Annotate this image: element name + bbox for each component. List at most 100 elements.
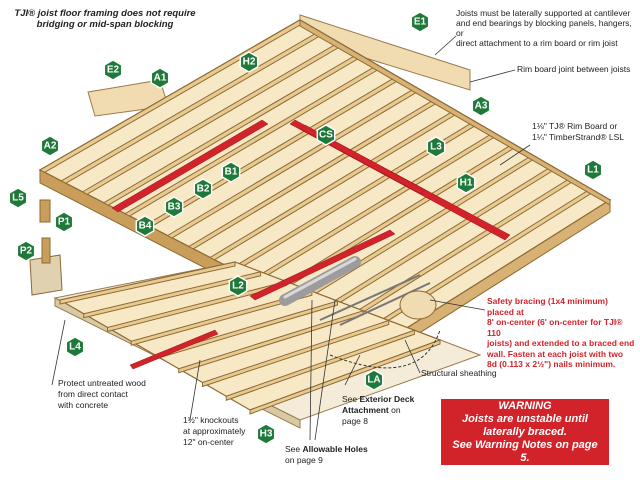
warning-line-3: See Warning Notes on page 5. <box>452 438 598 464</box>
badge-label: P2 <box>20 246 33 257</box>
warning-line-2: laterally braced. <box>483 425 567 438</box>
leader-line <box>51 319 66 386</box>
allowable-holes-link[interactable]: Allowable Holes <box>302 444 368 454</box>
callout-badge: L3 <box>426 136 446 158</box>
badge-label: L2 <box>232 281 244 292</box>
lateral-support-note: Joists must be laterally supported at ca… <box>456 8 632 48</box>
allowable-holes-note: See Allowable Holes on page 9 <box>285 444 385 466</box>
callout-badge: H2 <box>239 51 259 73</box>
callout-badge: H1 <box>456 172 476 194</box>
callout-badge: E1 <box>410 11 430 33</box>
badge-label: L4 <box>69 342 81 353</box>
lower-joist-group <box>59 261 441 415</box>
badge-hexagon <box>364 369 384 391</box>
callout-badge: P1 <box>54 211 74 233</box>
post-p1 <box>39 199 51 223</box>
lower-joist <box>130 290 313 346</box>
leader-line <box>434 35 457 56</box>
lower-joist <box>83 271 262 319</box>
deck-pre: See <box>342 394 360 404</box>
badge-hexagon <box>40 135 60 157</box>
callout-badge: LA <box>364 369 384 391</box>
callout-badge: L5 <box>8 187 28 209</box>
badge-hexagon <box>228 275 248 297</box>
safety-bracing-1 <box>111 119 269 213</box>
callout-badge: B3 <box>164 196 184 218</box>
pipe-highlight <box>283 257 357 299</box>
callout-badge: L1 <box>583 159 603 181</box>
badge-hexagon <box>239 51 259 73</box>
badge-label: L1 <box>587 165 599 176</box>
badge-label: E1 <box>414 17 427 28</box>
badge-hexagon <box>256 423 276 445</box>
lower-joist <box>202 319 390 388</box>
callout-badge: CS <box>316 124 336 146</box>
badge-hexagon <box>583 159 603 181</box>
pipe <box>279 256 361 306</box>
leader-line <box>404 339 421 374</box>
callout-badge: B1 <box>221 161 241 183</box>
badge-label: L5 <box>12 193 24 204</box>
protect-wood-note: Protect untreated wood from direct conta… <box>58 378 146 410</box>
callout-badge: P2 <box>16 240 36 262</box>
callout-badge: H3 <box>256 423 276 445</box>
warning-title: WARNING <box>498 399 552 412</box>
pipe-group <box>279 256 431 326</box>
allowable-holes-pre: See <box>285 444 303 454</box>
badge-hexagon <box>16 240 36 262</box>
badge-label: L3 <box>430 142 442 153</box>
allowable-holes-post: on page 9 <box>285 455 323 465</box>
badge-hexagon <box>410 11 430 33</box>
safety-bracing-3 <box>249 229 396 301</box>
badge-label: A1 <box>154 73 167 84</box>
deck-attachment-link[interactable]: Exterior Deck Attachment <box>342 394 415 415</box>
badge-label: E2 <box>107 65 120 76</box>
deck-post: on page 8 <box>342 405 401 426</box>
rim-board-note: 1⅛" TJ® Rim Board or 1¼" TimberStrand® L… <box>532 121 624 142</box>
leader-line <box>429 299 486 311</box>
small-pipe-2 <box>339 282 431 326</box>
badge-hexagon <box>103 59 123 81</box>
badge-label: P1 <box>58 217 71 228</box>
badge-label: B1 <box>225 167 238 178</box>
callout-badge: L2 <box>228 275 248 297</box>
badge-hexagon <box>426 136 446 158</box>
badge-label: B3 <box>168 202 181 213</box>
rim-closeup <box>399 290 437 320</box>
badge-hexagon <box>135 215 155 237</box>
badge-label: A2 <box>44 141 57 152</box>
safety-bracing-note: Safety bracing (1x4 minimum) placed at 8… <box>487 296 635 369</box>
badge-hexagon <box>164 196 184 218</box>
badge-label: B4 <box>139 221 152 232</box>
leader-lines <box>51 35 531 441</box>
badge-hexagon <box>471 95 491 117</box>
post-p2 <box>41 237 51 264</box>
callout-badge: L4 <box>65 336 85 358</box>
badge-hexagon <box>54 211 74 233</box>
knockouts-note: 1½" knockouts at approximately 12" on-ce… <box>183 415 246 447</box>
badge-label: B2 <box>197 184 210 195</box>
badge-label: LA <box>367 375 380 386</box>
callout-badge: A1 <box>150 67 170 89</box>
badge-label: H3 <box>260 429 273 440</box>
leader-line <box>314 299 336 441</box>
badge-label: H1 <box>460 178 473 189</box>
lower-joist <box>225 329 415 401</box>
leader-line <box>344 354 361 386</box>
badge-hexagon <box>193 178 213 200</box>
structural-sheathing-label: Structural sheathing <box>421 368 497 378</box>
deck-attachment-note: See Exterior Deck Attachment on page 8 <box>342 394 442 427</box>
badge-label: CS <box>319 130 333 141</box>
lower-joist <box>59 261 236 305</box>
warning-line-1: Joists are unstable until <box>462 412 588 425</box>
leader-line <box>189 359 201 421</box>
badge-label: H2 <box>243 57 256 68</box>
badge-hexagon <box>456 172 476 194</box>
badge-hexagon <box>8 187 28 209</box>
callout-badge: A3 <box>471 95 491 117</box>
badge-label: A3 <box>475 101 488 112</box>
callout-badge: E2 <box>103 59 123 81</box>
badge-hexagon <box>221 161 241 183</box>
